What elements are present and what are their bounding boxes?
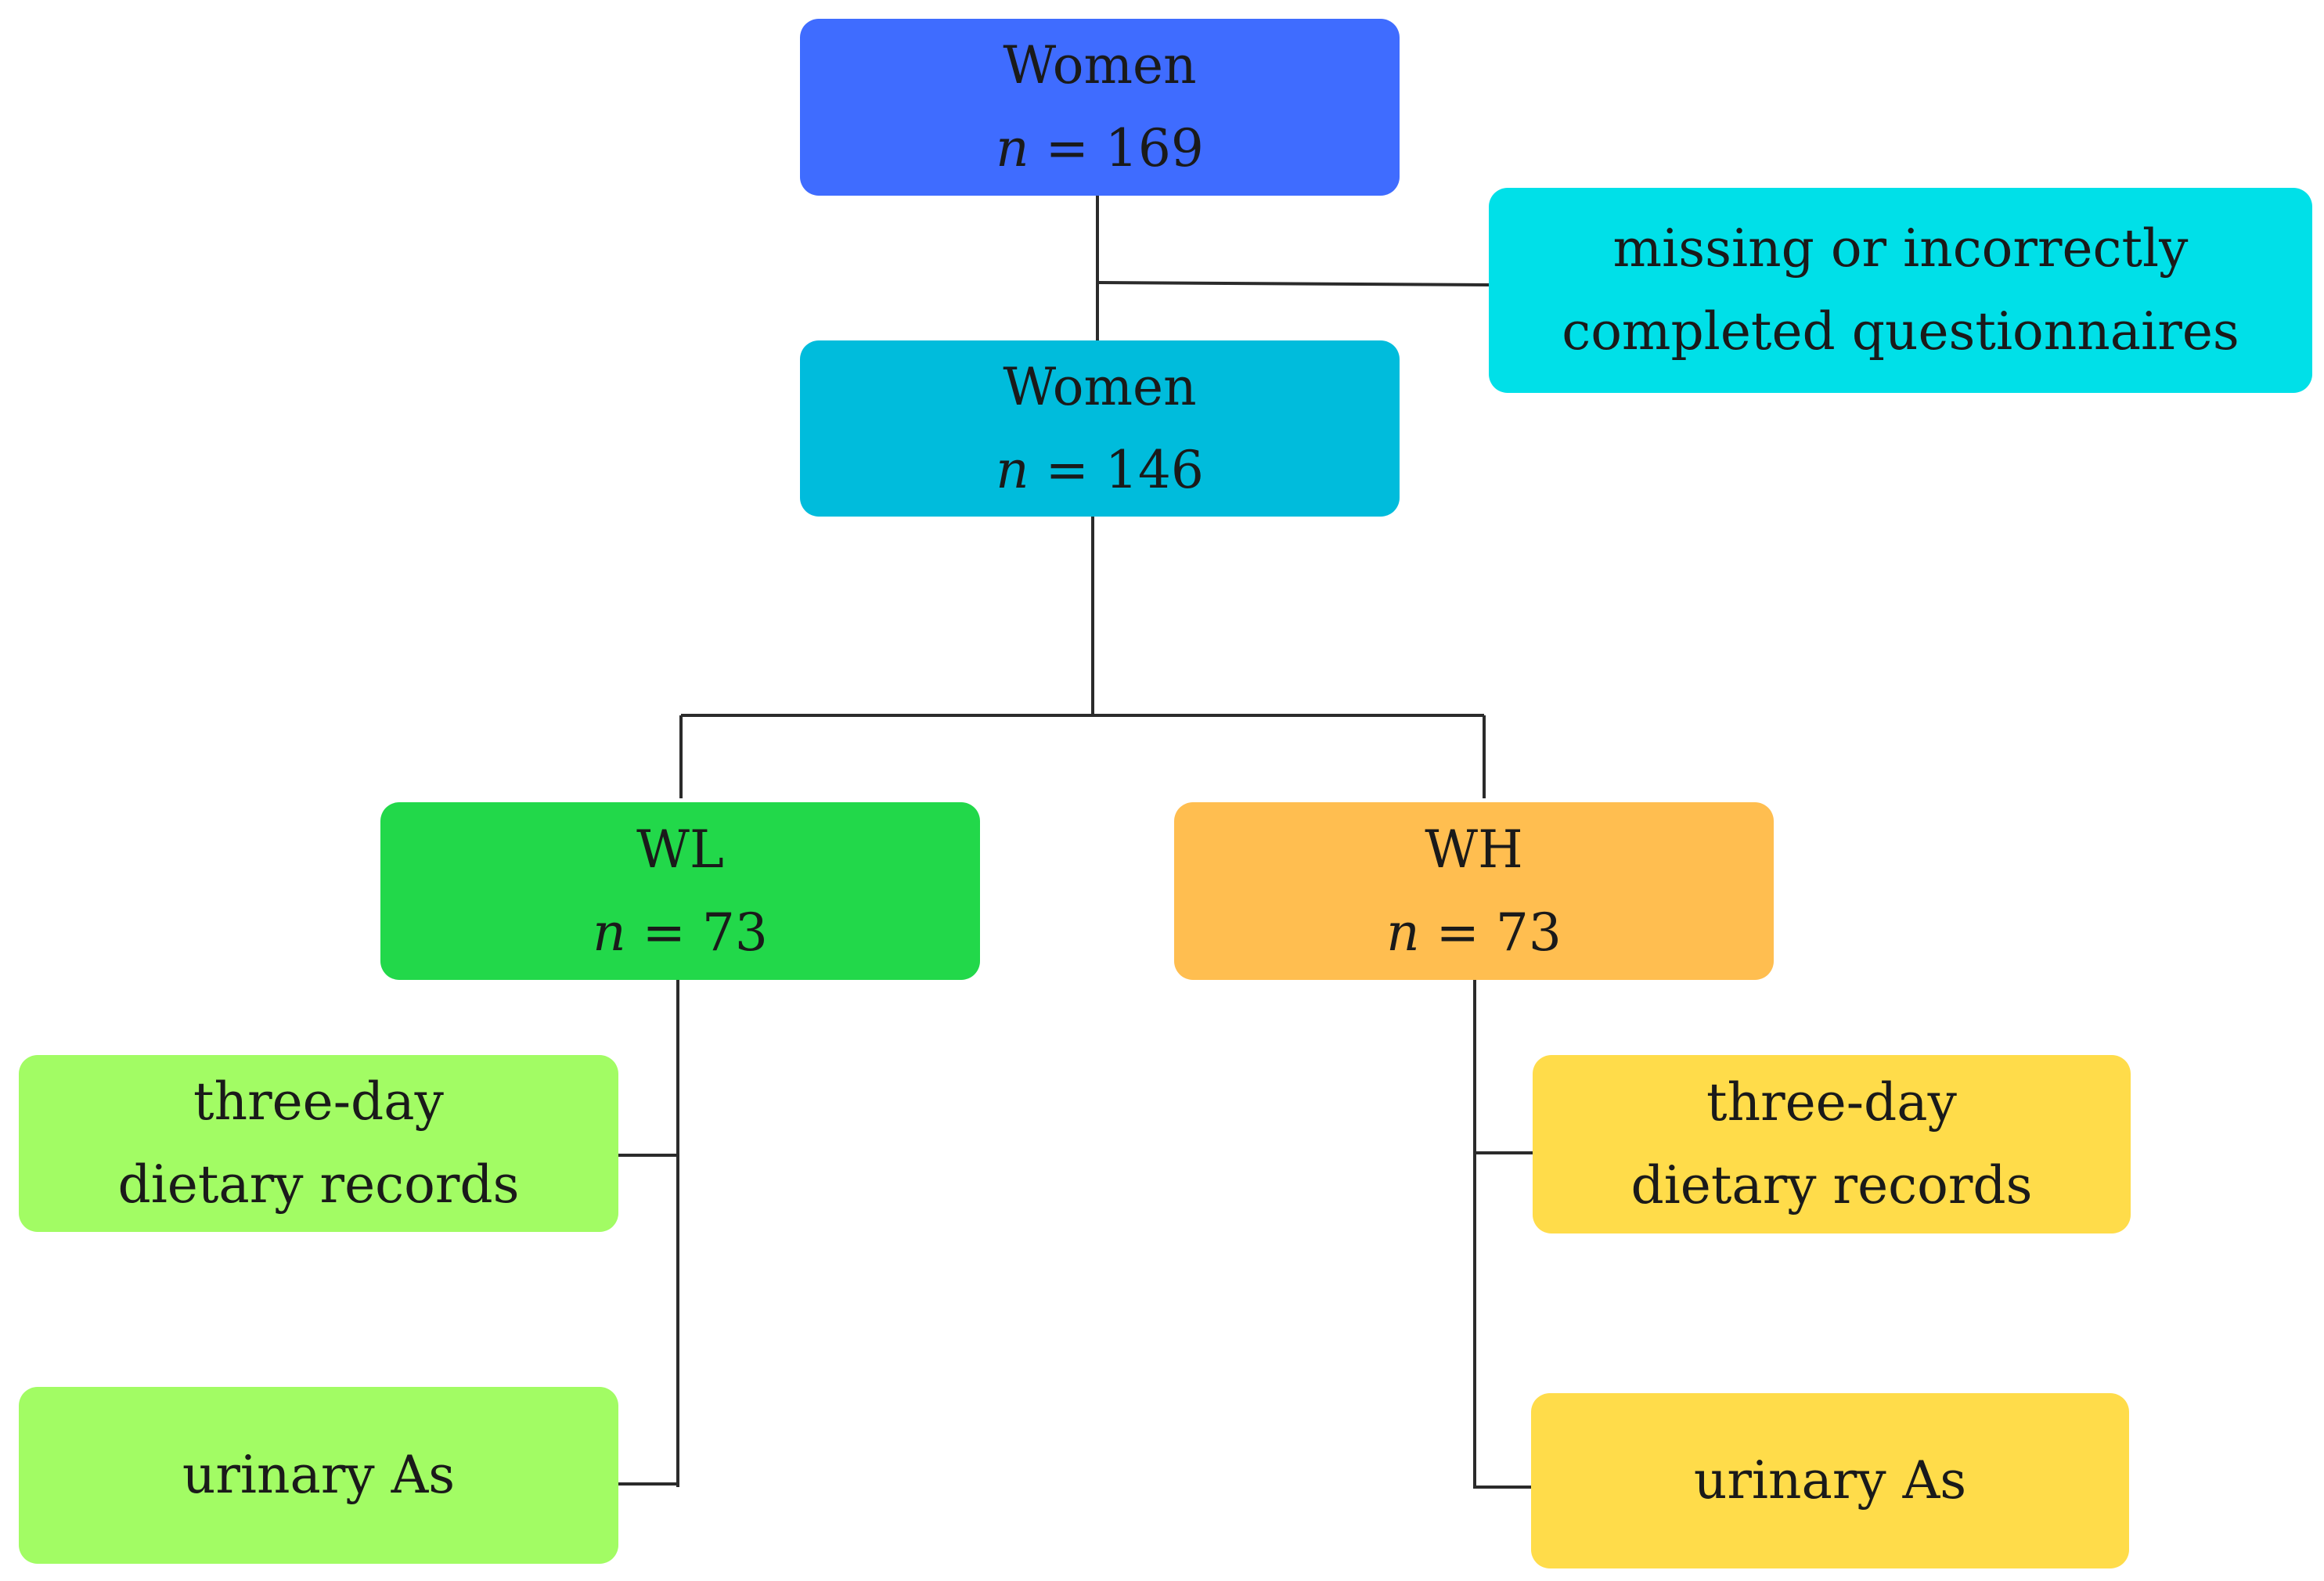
node-wl: WL n = 73 [380, 802, 980, 980]
count-value: = 73 [642, 902, 768, 963]
node-excluded-line1: missing or incorrectly [1612, 218, 2189, 279]
n-symbol: n [593, 902, 626, 963]
count-value: = 146 [1045, 439, 1204, 500]
node-wl-urine: urinary As [19, 1387, 618, 1564]
node-excluded: missing or incorrectly completed questio… [1489, 188, 2312, 393]
node-wh-urine: urinary As [1531, 1393, 2129, 1568]
node-wh-count: n = 73 [1386, 891, 1562, 974]
node-wl-count: n = 73 [593, 891, 768, 974]
count-value: = 73 [1436, 902, 1562, 963]
node-root: Women n = 169 [800, 19, 1400, 196]
node-excluded-line2: completed questionnaires [1562, 301, 2239, 362]
node-wl-diet-line2: dietary records [117, 1154, 520, 1215]
node-included-count: n = 146 [996, 429, 1204, 512]
connector-excluded [1097, 281, 1490, 286]
node-root-count: n = 169 [996, 107, 1204, 190]
count-value: = 169 [1045, 118, 1204, 178]
n-symbol: n [996, 118, 1029, 178]
node-wh-diet-line2: dietary records [1630, 1155, 2033, 1215]
node-included: Women n = 146 [800, 340, 1400, 517]
node-wh-title: WH [1425, 819, 1523, 880]
node-wl-title: WL [636, 819, 724, 880]
node-root-title: Women [1003, 35, 1197, 96]
node-wh: WH n = 73 [1174, 802, 1774, 980]
node-wh-diet: three-day dietary records [1533, 1055, 2131, 1233]
node-included-title: Women [1003, 356, 1197, 417]
node-wh-diet-line1: three-day [1706, 1072, 1957, 1133]
node-wl-diet-line1: three-day [193, 1071, 444, 1133]
n-symbol: n [1386, 902, 1420, 963]
node-wh-urine-line1: urinary As [1693, 1450, 1967, 1511]
node-wl-diet: three-day dietary records [19, 1055, 618, 1232]
n-symbol: n [996, 439, 1029, 500]
node-wl-urine-line1: urinary As [182, 1445, 456, 1506]
